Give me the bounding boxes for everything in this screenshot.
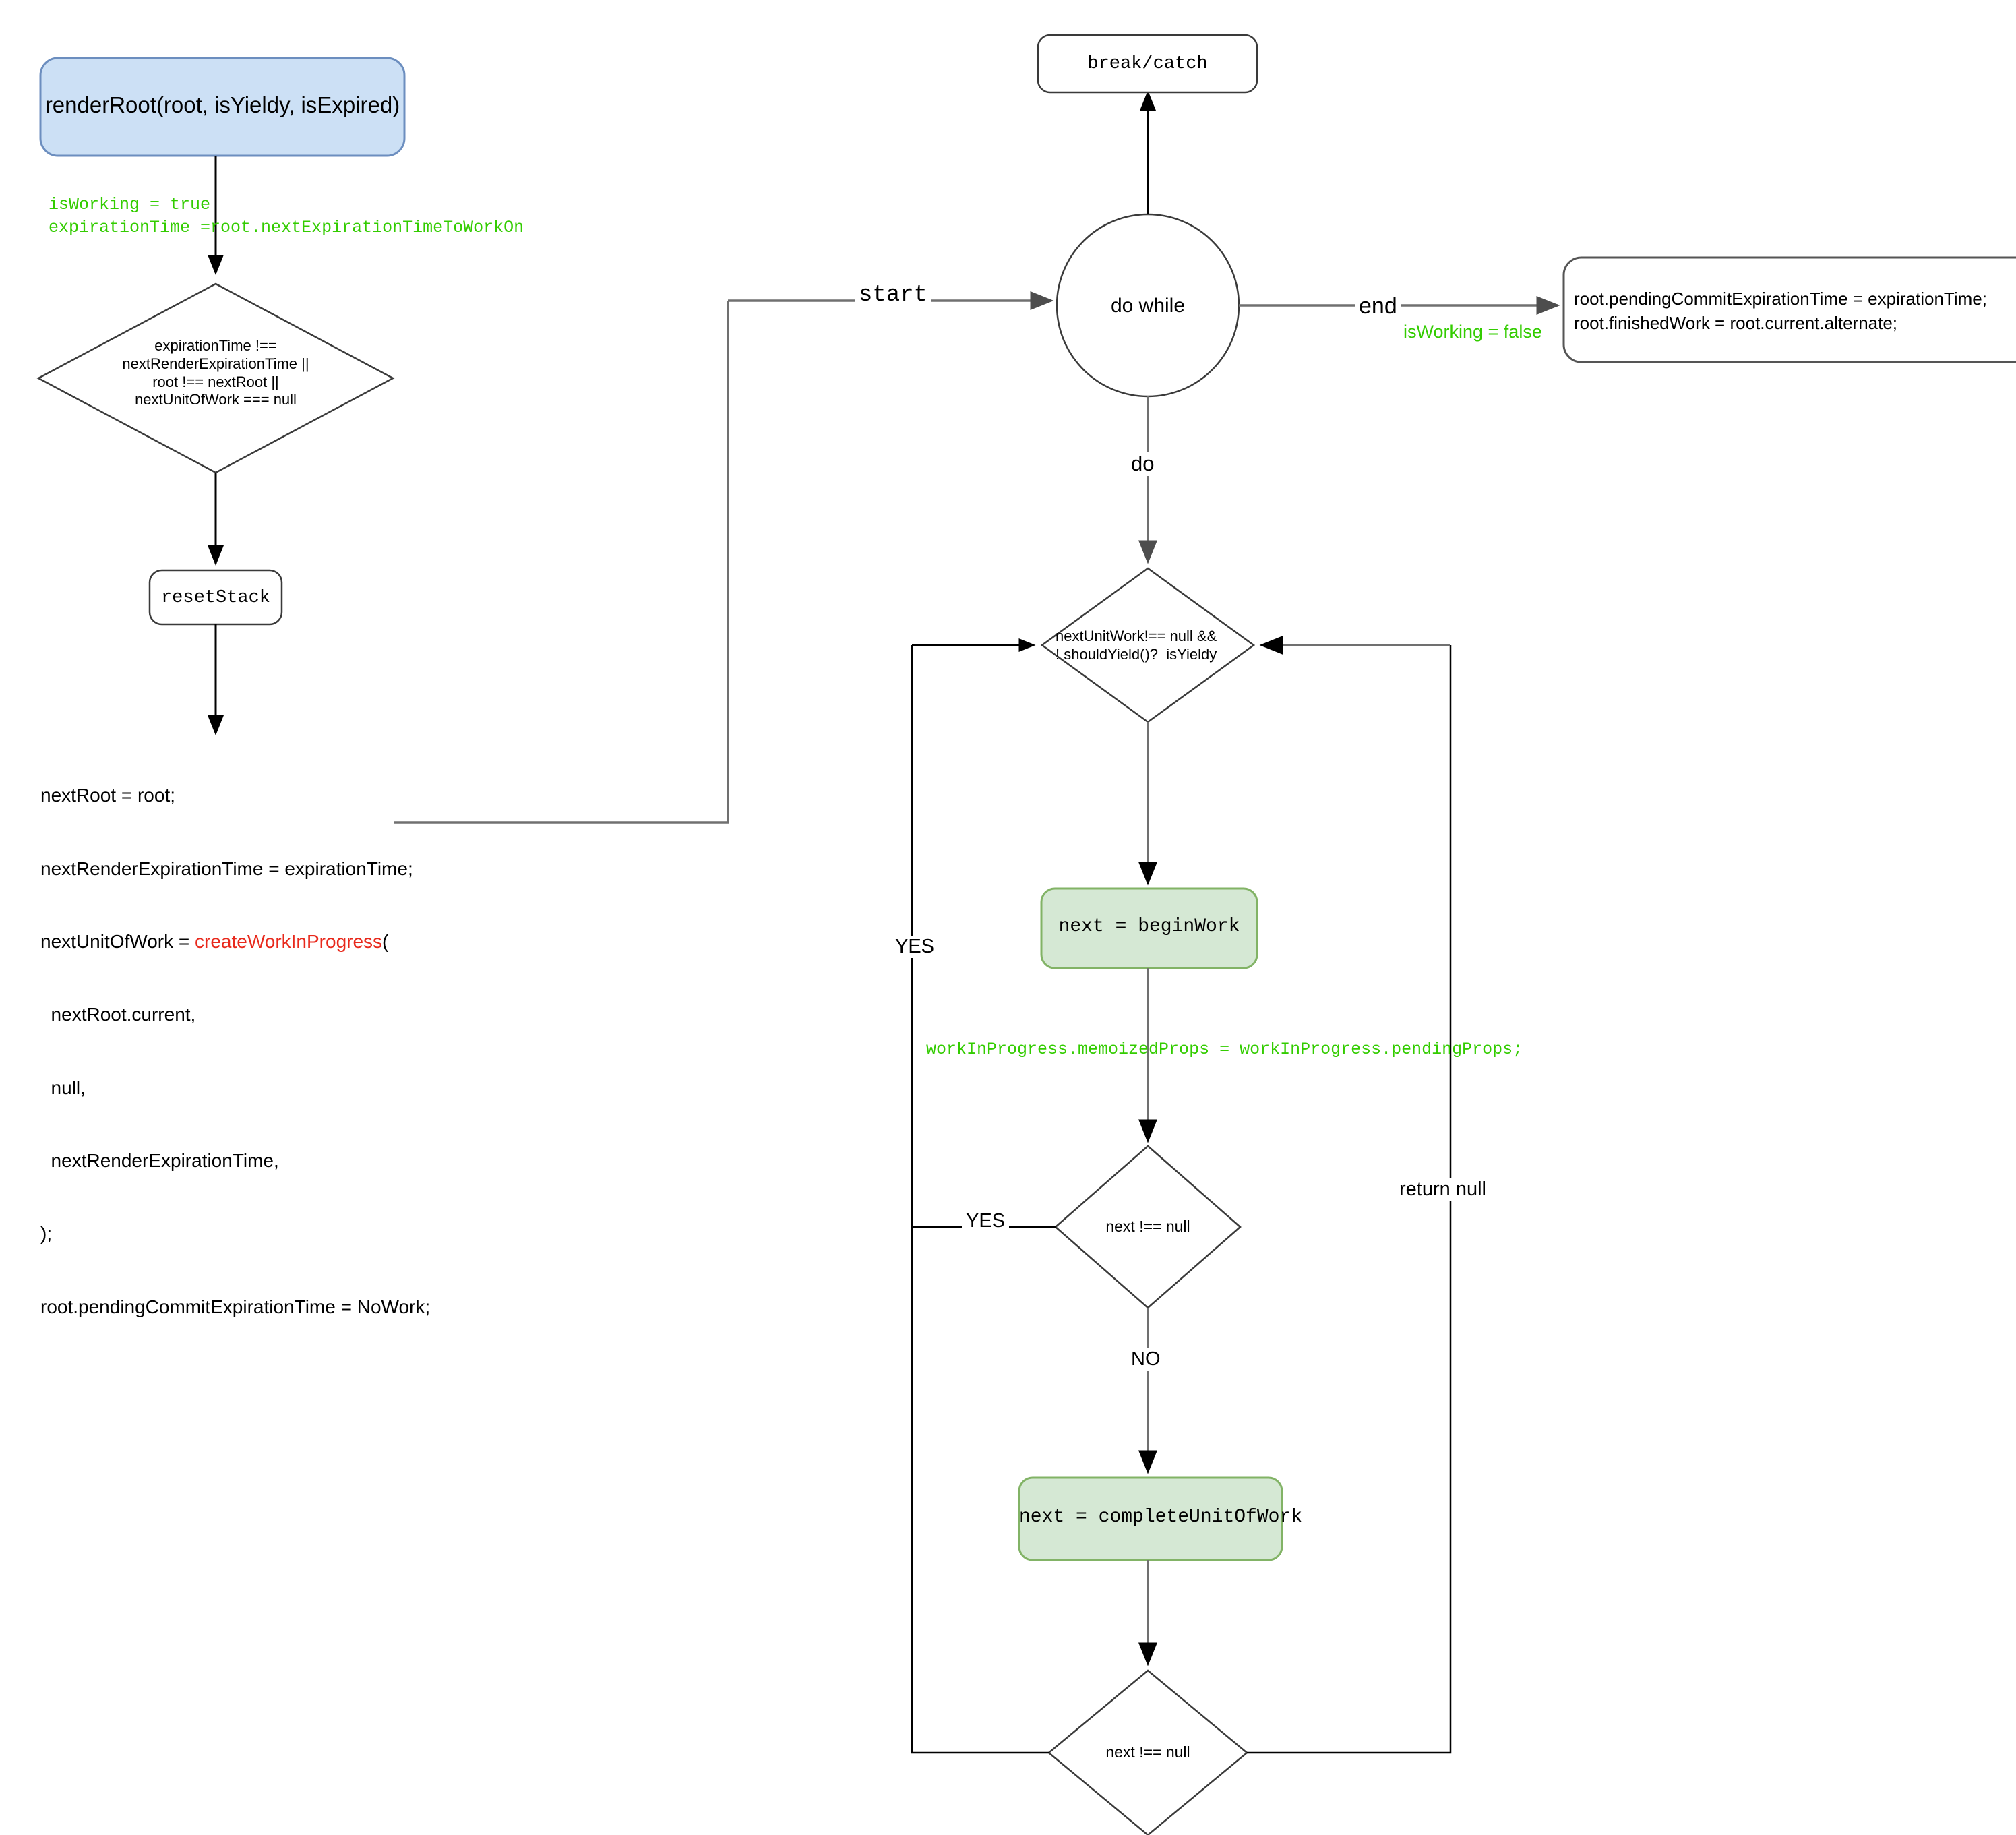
node-render-root[interactable] [39, 57, 406, 157]
node-begin-work[interactable] [1040, 887, 1258, 969]
edge-label-yes-mid: YES [962, 1210, 1010, 1232]
edge-label-start: start [855, 282, 932, 308]
code-block-next-root: nextRoot = root; nextRenderExpirationTim… [40, 735, 430, 1368]
node-reset-stack[interactable] [148, 569, 283, 626]
code-line-3-suffix: ( [382, 930, 389, 952]
node-decision-next-not-null-1[interactable] [1054, 1145, 1242, 1309]
node-decision-next-not-null-2[interactable] [1047, 1669, 1248, 1835]
node-do-while[interactable] [1056, 213, 1240, 398]
edge-label-yes-top: YES [891, 936, 939, 958]
code-fn-create-work-in-progress: createWorkInProgress [195, 930, 383, 952]
edge-label-end: end [1355, 293, 1401, 320]
annotation-is-working-true: isWorking = true expirationTime =root.ne… [49, 195, 524, 237]
edge-label-do: do [1127, 452, 1159, 476]
code-line-5: null, [40, 1077, 86, 1098]
node-decision-expiration[interactable] [36, 282, 395, 474]
code-line-7: ); [40, 1223, 53, 1244]
code-line-3-prefix: nextUnitOfWork = [40, 930, 195, 952]
node-decision-next-unit-work[interactable] [1040, 567, 1256, 723]
edge-label-no: NO [1127, 1348, 1165, 1371]
edge-label-return-null: return null [1395, 1178, 1490, 1201]
code-line-4: nextRoot.current, [40, 1004, 196, 1025]
node-complete-unit-of-work[interactable] [1018, 1476, 1283, 1561]
code-line-2: nextRenderExpirationTime = expirationTim… [40, 858, 413, 879]
annotation-is-working-false: isWorking = false [1403, 322, 1542, 342]
code-line-1: nextRoot = root; [40, 785, 176, 806]
code-line-8: root.pendingCommitExpirationTime = NoWor… [40, 1296, 431, 1317]
code-line-3: nextUnitOfWork = createWorkInProgress( [40, 930, 430, 954]
code-line-6: nextRenderExpirationTime, [40, 1149, 279, 1171]
node-commit-box[interactable] [1562, 256, 2016, 363]
annotation-memoized-props: workInProgress.memoizedProps = workInPro… [926, 1040, 1523, 1059]
node-break-catch[interactable] [1037, 34, 1258, 94]
